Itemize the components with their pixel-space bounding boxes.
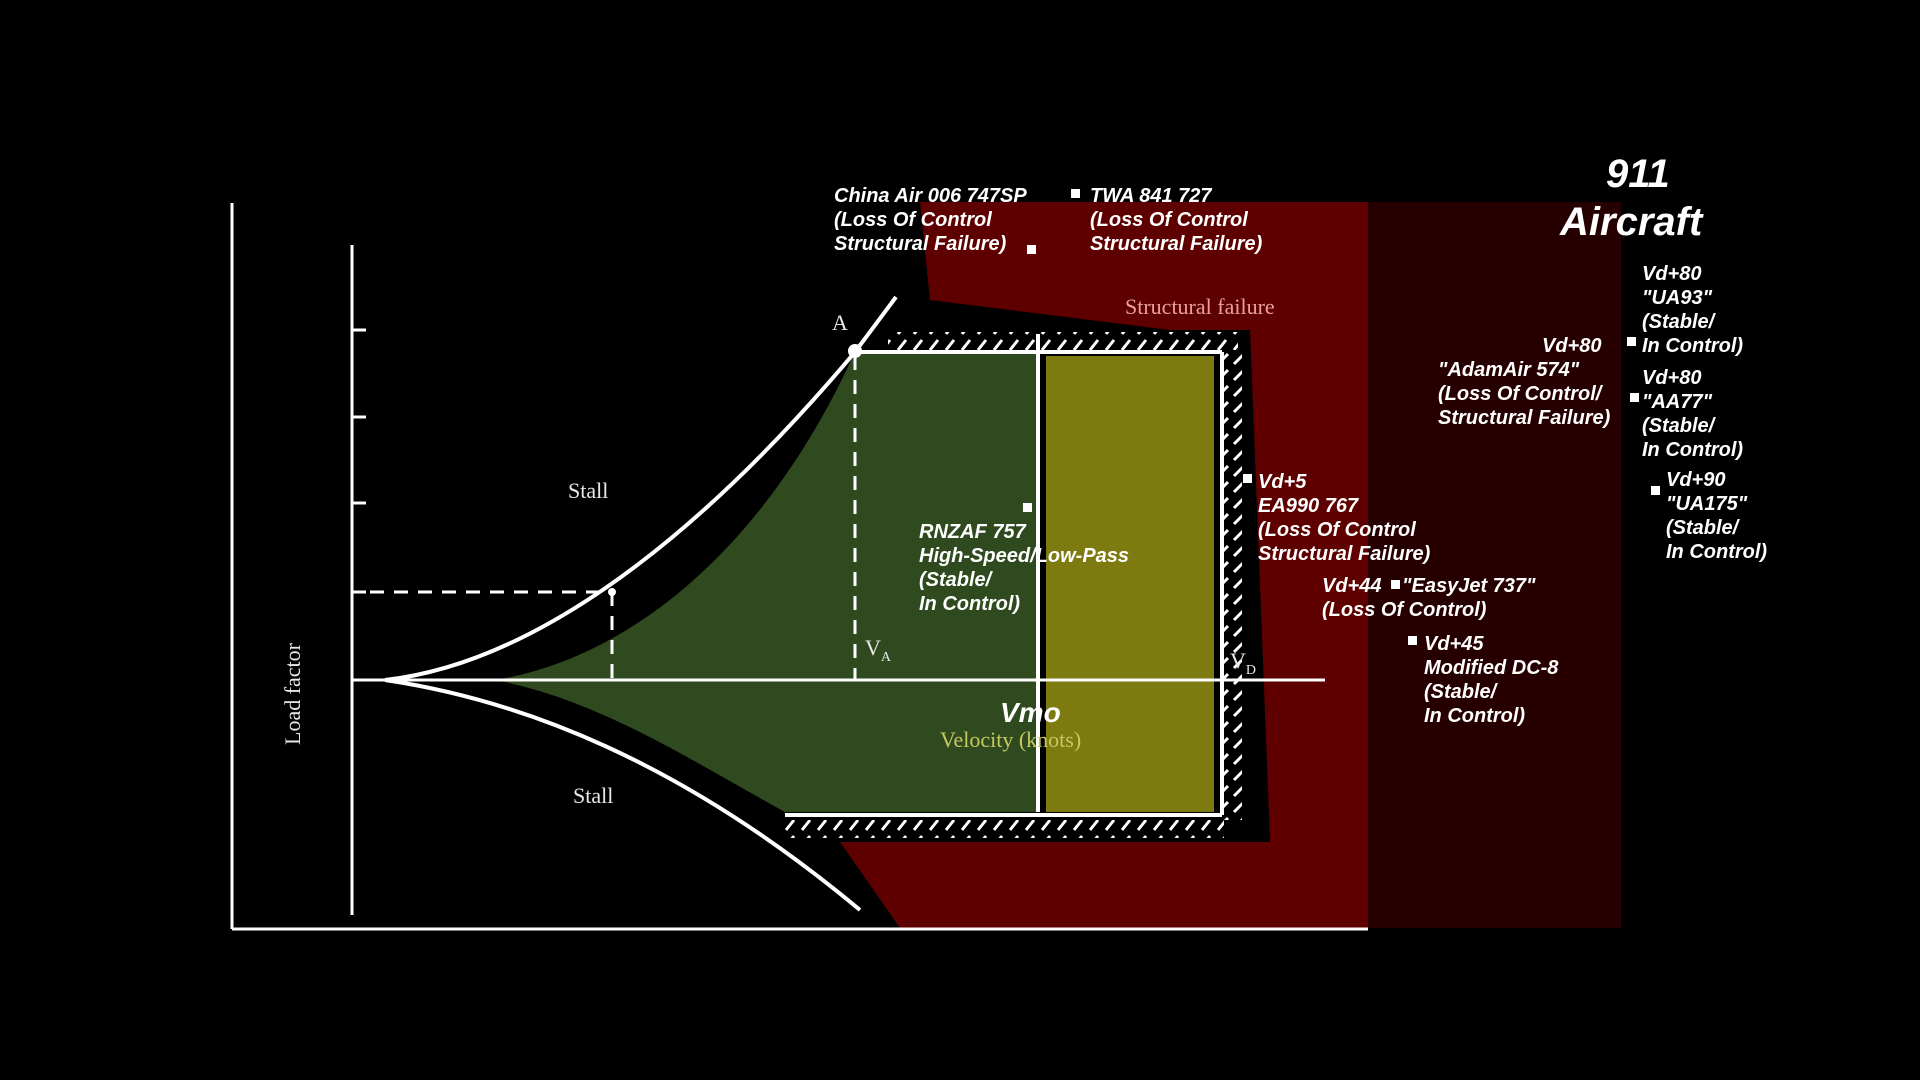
caution-range (1042, 356, 1214, 812)
hatch-top (888, 332, 1238, 350)
twa-841-marker (1071, 189, 1080, 198)
svg-text:"UA175": "UA175" (1666, 493, 1748, 515)
event-rnzaf-757: RNZAF 757 High-Speed/Low-Pass (Stable/ I… (919, 521, 1129, 615)
svg-text:High-Speed/Low-Pass: High-Speed/Low-Pass (919, 545, 1129, 567)
svg-text:Vd+80: Vd+80 (1642, 263, 1701, 285)
svg-text:Vd+44: Vd+44 (1322, 575, 1381, 597)
svg-text:Modified DC-8: Modified DC-8 (1424, 657, 1559, 679)
svg-text:EA990 767: EA990 767 (1258, 495, 1359, 517)
stall-curve-upper (384, 295, 898, 682)
svg-text:(Stable/: (Stable/ (1642, 311, 1717, 333)
vmo-label: Vmo (1000, 697, 1061, 728)
va-label: VA (865, 635, 892, 665)
event-dc8: Vd+45 Modified DC-8 (Stable/ In Control) (1424, 633, 1559, 727)
china-air-marker (1027, 245, 1036, 254)
hatch-bottom (784, 820, 1224, 838)
svg-text:(Stable/: (Stable/ (1666, 517, 1741, 539)
ua93-marker (1627, 337, 1636, 346)
event-aa77: Vd+80 "AA77" (Stable/ In Control) (1642, 367, 1743, 461)
svg-text:TWA 841 727: TWA 841 727 (1090, 185, 1212, 207)
header-line-2: Aircraft (1559, 200, 1704, 244)
svg-text:Vd+45: Vd+45 (1424, 633, 1484, 655)
svg-text:Structural Failure): Structural Failure) (1258, 543, 1431, 565)
svg-text:(Stable/: (Stable/ (1642, 415, 1717, 437)
stall-label-upper: Stall (568, 478, 608, 503)
svg-text:"AdamAir 574": "AdamAir 574" (1438, 359, 1580, 381)
stall-label-lower: Stall (573, 783, 613, 808)
event-ua93: Vd+80 "UA93" (Stable/ In Control) (1642, 263, 1743, 357)
point-a-label: A (832, 310, 848, 335)
event-easyjet: Vd+44 "EasyJet 737" (Loss Of Control) (1322, 575, 1536, 621)
event-adamair: Vd+80 "AdamAir 574" (Loss Of Control/ St… (1438, 335, 1611, 429)
hatch-right (1224, 350, 1242, 820)
svg-text:In Control): In Control) (919, 593, 1020, 615)
svg-text:Vd+80: Vd+80 (1642, 367, 1701, 389)
svg-text:In Control): In Control) (1666, 541, 1767, 563)
svg-text:(Loss Of Control/: (Loss Of Control/ (1438, 383, 1604, 405)
svg-text:RNZAF 757: RNZAF 757 (919, 521, 1027, 543)
event-twa-841: TWA 841 727 (Loss Of Control Structural … (1090, 185, 1263, 255)
structural-failure-label: Structural failure (1125, 294, 1275, 319)
point-a-marker (848, 344, 862, 358)
svg-text:(Loss Of Control: (Loss Of Control (1258, 519, 1416, 541)
svg-text:In Control): In Control) (1642, 335, 1743, 357)
rnzaf-757-marker (1023, 503, 1032, 512)
svg-text:Structural Failure): Structural Failure) (834, 233, 1007, 255)
svg-text:Structural Failure): Structural Failure) (1438, 407, 1611, 429)
easyjet-marker (1391, 580, 1400, 589)
svg-text:"UA93": "UA93" (1642, 287, 1713, 309)
dc8-marker (1408, 636, 1417, 645)
structural-failure-zone (840, 202, 1368, 928)
stall-speed-marker (608, 588, 616, 596)
aa77-marker (1630, 393, 1639, 402)
svg-text:(Loss Of Control: (Loss Of Control (834, 209, 992, 231)
event-china-air: China Air 006 747SP (Loss Of Control Str… (834, 185, 1027, 255)
svg-text:Structural Failure): Structural Failure) (1090, 233, 1263, 255)
svg-text:Vd+80: Vd+80 (1542, 335, 1601, 357)
svg-text:Vd+90: Vd+90 (1666, 469, 1725, 491)
svg-text:(Stable/: (Stable/ (919, 569, 994, 591)
svg-text:(Stable/: (Stable/ (1424, 681, 1499, 703)
y-axis-label: Load factor (280, 642, 305, 745)
svg-text:In Control): In Control) (1642, 439, 1743, 461)
event-ua175: Vd+90 "UA175" (Stable/ In Control) (1666, 469, 1767, 563)
x-axis-label: Velocity (knots) (940, 727, 1081, 752)
ua175-marker (1651, 486, 1660, 495)
svg-text:(Loss Of Control): (Loss Of Control) (1322, 599, 1487, 621)
911-aircraft-zone (1368, 202, 1621, 928)
normal-envelope (495, 352, 1040, 812)
svg-text:China Air 006 747SP: China Air 006 747SP (834, 185, 1027, 207)
header-line-1: 911 (1606, 152, 1670, 196)
ea990-marker (1243, 474, 1252, 483)
stall-curve-lower (384, 678, 862, 912)
svg-text:"EasyJet 737": "EasyJet 737" (1402, 575, 1536, 597)
svg-text:"AA77": "AA77" (1642, 391, 1713, 413)
svg-text:Vd+5: Vd+5 (1258, 471, 1307, 493)
vd-label: VD (1230, 648, 1256, 678)
event-ea990: Vd+5 EA990 767 (Loss Of Control Structur… (1258, 471, 1431, 565)
svg-text:(Loss Of Control: (Loss Of Control (1090, 209, 1248, 231)
svg-text:In Control): In Control) (1424, 705, 1525, 727)
